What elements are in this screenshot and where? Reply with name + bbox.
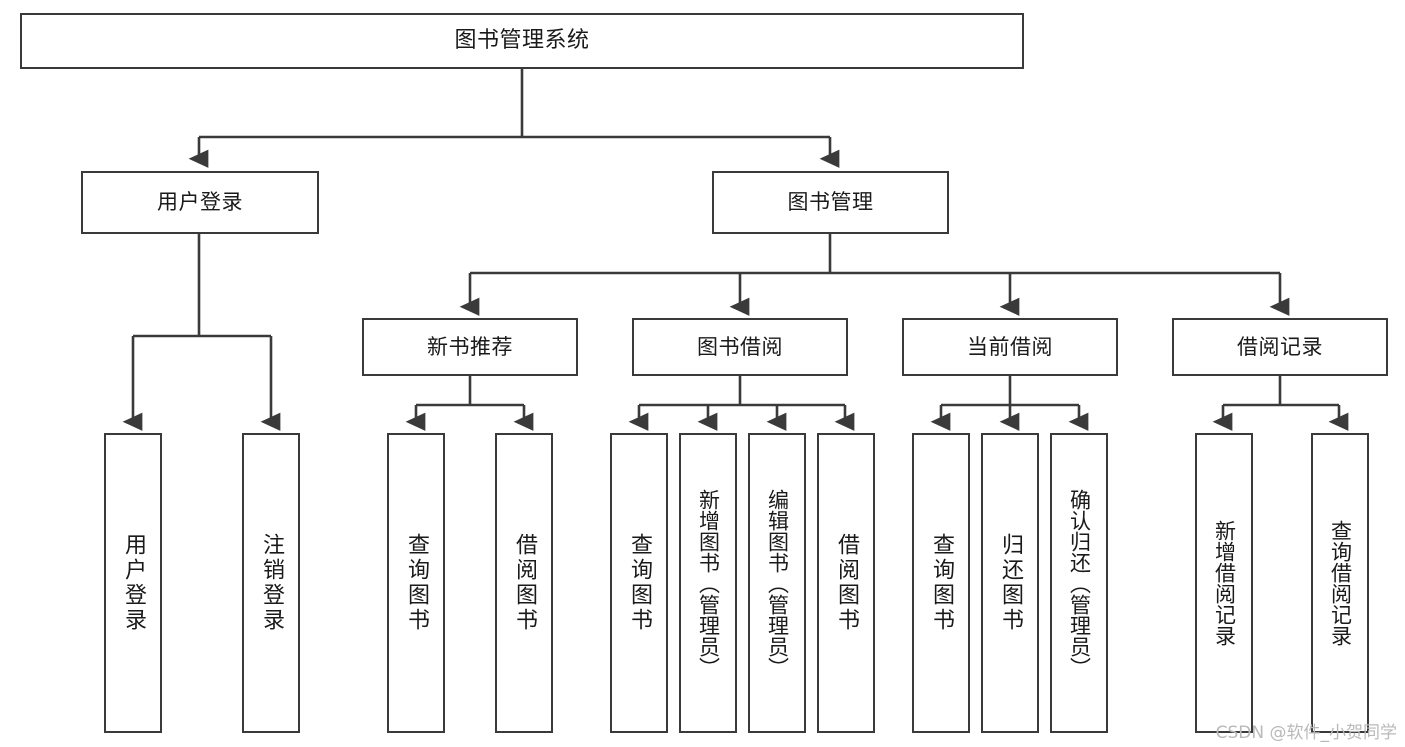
node-label: 查询借阅记录	[1328, 520, 1353, 646]
leaf-query-book-recommend[interactable]: 查询图书	[387, 433, 445, 733]
node-label: 归还图书	[998, 533, 1023, 633]
watermark-text: CSDN @软件_小贺同学	[1215, 723, 1397, 743]
leaf-borrow-book-recommend[interactable]: 借阅图书	[495, 433, 553, 733]
node-label: 用户登录	[157, 190, 243, 215]
node-label: 图书管理系统	[454, 28, 590, 54]
node-label: 查询图书	[404, 533, 429, 633]
leaf-add-book-admin[interactable]: 新增图书（管理员）	[679, 433, 737, 733]
node-user-login[interactable]: 用户登录	[81, 171, 319, 234]
node-label: 图书管理	[787, 190, 874, 215]
node-label: 新增图书（管理员）	[696, 488, 721, 678]
leaf-query-book-borrow[interactable]: 查询图书	[610, 433, 668, 733]
node-label: 查询图书	[929, 533, 954, 633]
leaf-return-book[interactable]: 归还图书	[981, 433, 1039, 733]
node-label: 借阅记录	[1237, 334, 1323, 359]
node-current-borrow[interactable]: 当前借阅	[902, 318, 1118, 376]
node-root-book-management-system[interactable]: 图书管理系统	[20, 13, 1024, 69]
node-label: 注销登录	[259, 533, 284, 633]
leaf-confirm-return-admin[interactable]: 确认归还（管理员）	[1050, 433, 1108, 733]
node-label: 新增借阅记录	[1212, 520, 1237, 646]
leaf-borrow-book[interactable]: 借阅图书	[817, 433, 875, 733]
node-new-book-recommend[interactable]: 新书推荐	[362, 318, 578, 376]
node-label: 图书借阅	[697, 334, 783, 359]
leaf-user-login[interactable]: 用户登录	[104, 433, 162, 733]
node-label: 新书推荐	[427, 334, 513, 359]
leaf-query-book-current[interactable]: 查询图书	[912, 433, 970, 733]
node-label: 借阅图书	[512, 533, 537, 633]
leaf-user-logout[interactable]: 注销登录	[242, 433, 300, 733]
leaf-query-borrow-record[interactable]: 查询借阅记录	[1311, 433, 1369, 733]
node-borrow-record[interactable]: 借阅记录	[1172, 318, 1388, 376]
node-label: 借阅图书	[834, 533, 859, 633]
leaf-add-borrow-record[interactable]: 新增借阅记录	[1195, 433, 1253, 733]
node-label: 查询图书	[627, 533, 652, 633]
node-label: 当前借阅	[967, 334, 1053, 359]
node-label: 用户登录	[121, 533, 146, 633]
node-book-borrow[interactable]: 图书借阅	[632, 318, 848, 376]
node-label: 编辑图书（管理员）	[765, 488, 790, 678]
node-label: 确认归还（管理员）	[1067, 488, 1092, 678]
leaf-edit-book-admin[interactable]: 编辑图书（管理员）	[748, 433, 806, 733]
node-book-management[interactable]: 图书管理	[712, 171, 949, 234]
